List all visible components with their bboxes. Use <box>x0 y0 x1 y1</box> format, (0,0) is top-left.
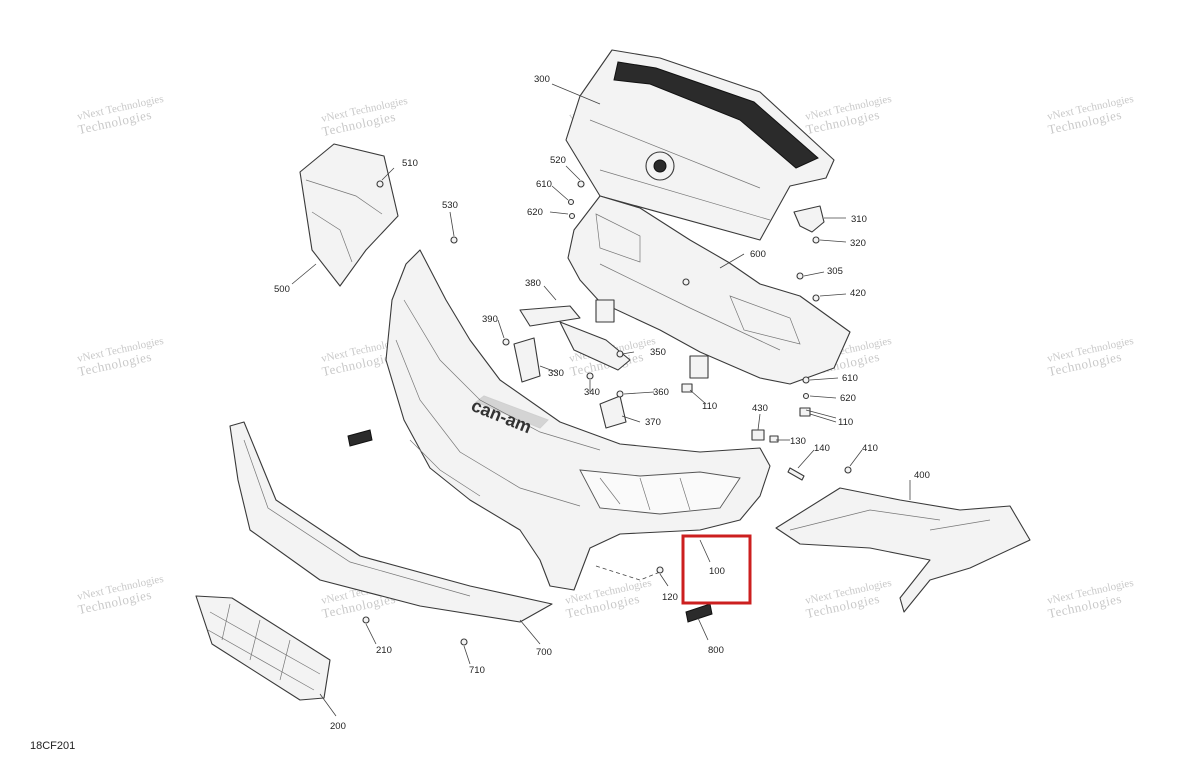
callout-500: 500 <box>274 284 290 295</box>
callout-370: 370 <box>645 417 661 428</box>
part-500-left-guard[interactable] <box>299 143 399 287</box>
part-120-screw[interactable] <box>656 566 664 574</box>
part-410-screw[interactable] <box>844 466 852 474</box>
callout-430: 430 <box>752 403 768 414</box>
part-200-grille[interactable] <box>195 595 331 701</box>
callout-120: 120 <box>662 592 678 603</box>
part-140-bolt[interactable] <box>787 467 805 481</box>
callout-600: 600 <box>750 249 766 260</box>
callout-200: 200 <box>330 721 346 732</box>
callout-110b: 110 <box>838 417 853 428</box>
callout-610: 610 <box>536 179 552 190</box>
callout-330: 330 <box>548 368 564 379</box>
callout-360: 360 <box>653 387 669 398</box>
callout-100: 100 <box>709 566 725 577</box>
callout-400: 400 <box>914 470 930 481</box>
callout-800: 800 <box>708 645 724 656</box>
callout-620b: 620 <box>840 393 856 404</box>
part-700-skid-strip[interactable] <box>229 421 553 623</box>
part-430-clip[interactable] <box>751 429 765 441</box>
part-510-screw[interactable] <box>376 180 384 188</box>
part-600-storage-tub[interactable] <box>567 195 851 385</box>
callout-110a: 110 <box>702 401 717 412</box>
callout-510: 510 <box>402 158 418 169</box>
part-380-bracket[interactable] <box>519 305 631 371</box>
callout-410: 410 <box>862 443 878 454</box>
selected-part-highlight[interactable] <box>681 534 752 605</box>
part-800-pad[interactable] <box>685 603 713 623</box>
part-320-nut[interactable] <box>812 236 820 244</box>
part-300-hood-cover[interactable] <box>565 49 835 241</box>
part-210-clip[interactable] <box>362 616 370 624</box>
leader-lines <box>291 83 911 717</box>
part-100-front-bumper[interactable]: can-am <box>385 249 771 591</box>
hardware-520-610-620[interactable] <box>567 180 820 417</box>
callout-labels: 300 510 520 610 530 620 310 320 600 305 … <box>274 74 930 732</box>
callout-310: 310 <box>851 214 867 225</box>
callout-300: 300 <box>534 74 550 85</box>
callout-520: 520 <box>550 155 566 166</box>
callout-420: 420 <box>850 288 866 299</box>
callout-390: 390 <box>482 314 498 325</box>
hardware-340-350-360-390[interactable] <box>502 338 624 398</box>
callout-530: 530 <box>442 200 458 211</box>
callout-210: 210 <box>376 645 392 656</box>
part-370-bracket[interactable] <box>599 395 627 429</box>
callout-140: 140 <box>814 443 830 454</box>
callout-130: 130 <box>790 436 806 447</box>
part-pad-left[interactable] <box>347 429 373 447</box>
part-130-screw[interactable] <box>769 435 779 443</box>
callout-610b: 610 <box>842 373 858 384</box>
callout-700: 700 <box>536 647 552 658</box>
part-330-bracket[interactable] <box>513 337 541 383</box>
callout-620: 620 <box>527 207 543 218</box>
callout-340: 340 <box>584 387 600 398</box>
callout-350: 350 <box>650 347 666 358</box>
part-710-clip[interactable] <box>460 638 468 646</box>
document-code: 18CF201 <box>30 740 76 752</box>
callout-380: 380 <box>525 278 541 289</box>
callout-320: 320 <box>850 238 866 249</box>
part-400-right-panel[interactable] <box>775 487 1031 613</box>
part-530-clip[interactable] <box>450 236 458 244</box>
part-310-latch[interactable] <box>793 205 825 233</box>
callout-305: 305 <box>827 266 843 277</box>
callout-710: 710 <box>469 665 485 676</box>
